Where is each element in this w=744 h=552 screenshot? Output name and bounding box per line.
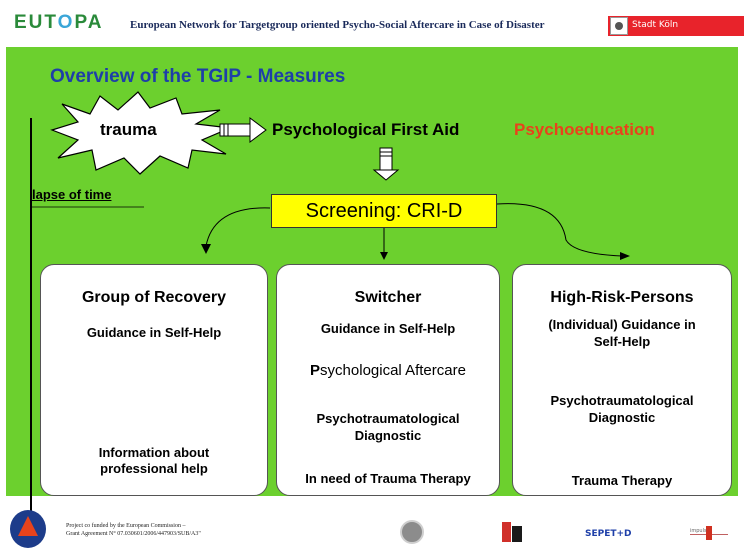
switcher-guidance: Guidance in Self-Help xyxy=(320,321,456,336)
impuls-logo: impuls xyxy=(690,526,728,542)
curve-to-highrisk xyxy=(496,203,623,257)
eutopa-logo: EUTOPA xyxy=(14,12,104,33)
highrisk-therapy: Trauma Therapy xyxy=(571,473,673,488)
trauma-label: trauma xyxy=(100,120,157,139)
switcher-diagnostic-line2: Diagnostic xyxy=(354,428,422,443)
sepet-logo: SEPET+D xyxy=(585,529,632,539)
card-group-of-recovery: Group of Recovery Guidance in Self-Help … xyxy=(40,264,268,496)
civil-protection-emblem-icon xyxy=(10,510,46,548)
switcher-therapy: In need of Trauma Therapy xyxy=(305,471,471,486)
trauma-starburst xyxy=(50,91,233,175)
recovery-info-line1: Information about xyxy=(98,445,210,460)
psychoeducation-label: Psychoeducation xyxy=(514,120,655,139)
lapse-of-time-label: lapse of time xyxy=(32,187,112,202)
highrisk-diagnostic-line1: Psychotraumatological xyxy=(550,393,694,408)
switcher-diagnostic-line1: Psychotraumatological xyxy=(316,411,460,426)
slide-top-border xyxy=(6,46,738,47)
header-bar: EUTOPA European Network for Targetgroup … xyxy=(0,0,744,44)
recovery-guidance: Guidance in Self-Help xyxy=(86,325,222,340)
arrow-firstaid-to-screening xyxy=(379,147,393,171)
partner-block-logo-icon xyxy=(502,522,522,542)
header-title: European Network for Targetgroup oriente… xyxy=(130,19,545,31)
card-high-risk-persons: High-Risk-Persons (Individual) Guidance … xyxy=(512,264,732,496)
city-name: Stadt Köln xyxy=(632,20,679,30)
highrisk-guidance-line1: (Individual) Guidance in xyxy=(548,317,696,332)
city-badge: Stadt Köln xyxy=(608,16,744,36)
switcher-aftercare: Psychological Aftercare xyxy=(310,362,466,379)
screening-box: Screening: CRI-D xyxy=(271,194,497,228)
footer-funding-text: Project co funded by the European Commis… xyxy=(66,523,201,537)
highrisk-title: High-Risk-Persons xyxy=(550,289,694,306)
highrisk-guidance-line2: Self-Help xyxy=(593,334,651,349)
switcher-title: Switcher xyxy=(354,289,422,306)
city-seal-icon xyxy=(610,17,628,35)
recovery-info-line2: professional help xyxy=(100,461,208,476)
highrisk-diagnostic-line2: Diagnostic xyxy=(588,410,656,425)
slide-title: Overview of the TGIP - Measures xyxy=(50,66,346,87)
curve-to-recovery xyxy=(205,207,271,247)
partner-seal-icon xyxy=(400,520,424,544)
recovery-title: Group of Recovery xyxy=(81,289,227,306)
card-switcher: Switcher Guidance in Self-Help Psycholog… xyxy=(276,264,500,496)
first-aid-label: Psychological First Aid xyxy=(272,120,460,139)
